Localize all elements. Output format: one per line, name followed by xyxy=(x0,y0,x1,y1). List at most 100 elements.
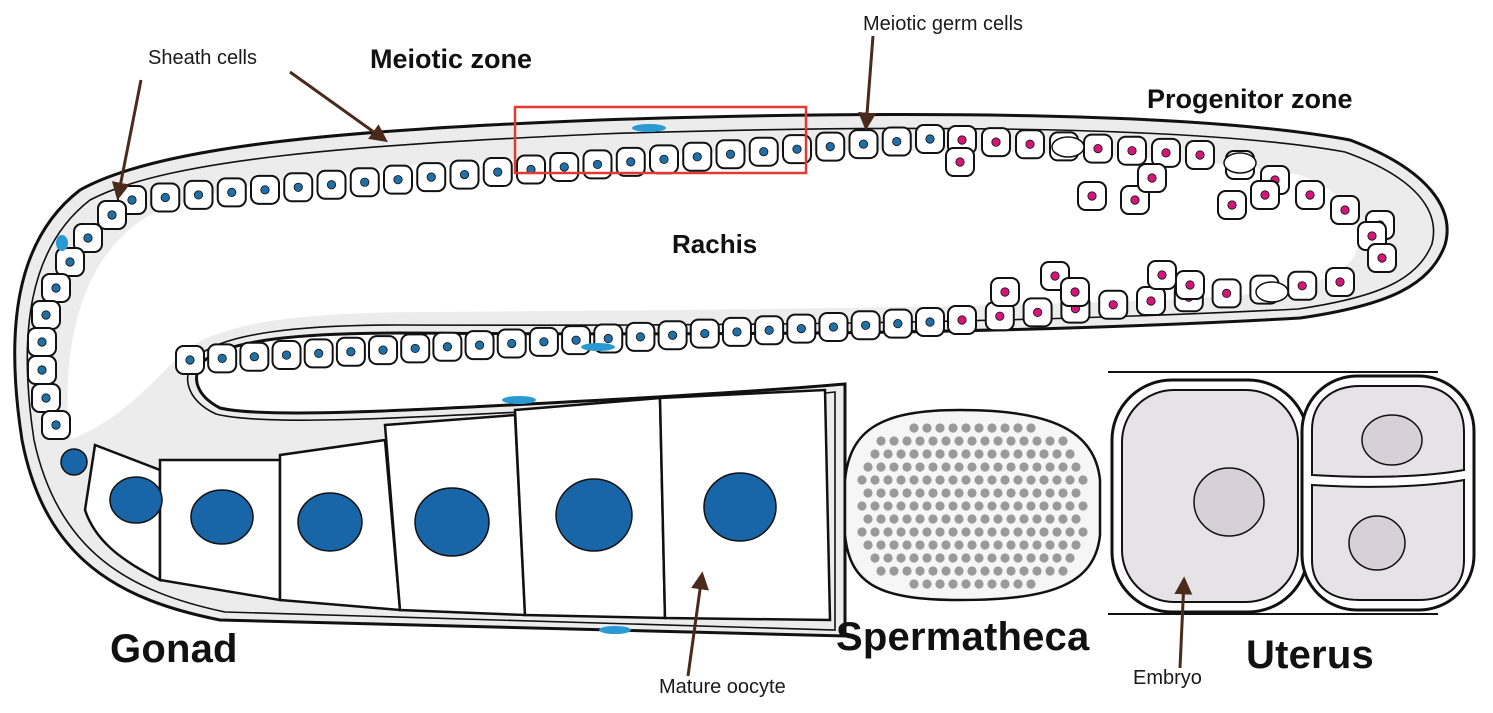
sperm-dot xyxy=(883,449,893,459)
sheath-nuclei xyxy=(56,124,666,634)
sperm-dot xyxy=(1019,514,1029,524)
sperm-dot xyxy=(1065,501,1075,511)
sperm-dot xyxy=(967,436,977,446)
meiotic-germ-cell xyxy=(850,310,881,341)
sperm-dot xyxy=(1026,527,1036,537)
sperm-dot xyxy=(1045,488,1055,498)
sperm-dot xyxy=(928,566,938,576)
sperm-dot xyxy=(928,514,938,524)
sperm-dot xyxy=(876,436,886,446)
meiotic-germ-cell xyxy=(207,343,238,374)
progenitor-germ-cell xyxy=(947,305,977,335)
meiotic-germ-cell xyxy=(689,318,720,349)
sperm-dot xyxy=(980,488,990,498)
meiotic-germ-cell xyxy=(41,410,71,440)
progenitor-germ-cell xyxy=(1077,181,1107,211)
sperm-dot xyxy=(1058,462,1068,472)
meiotic-germ-cell xyxy=(721,316,752,347)
embryo-1 xyxy=(1110,378,1310,614)
sperm-dot xyxy=(876,462,886,472)
sperm-dot xyxy=(1026,475,1036,485)
sperm-dot xyxy=(948,553,958,563)
sperm-dot xyxy=(961,475,971,485)
sperm-dot xyxy=(909,553,919,563)
sperm-dot xyxy=(857,475,867,485)
sperm-dot xyxy=(915,566,925,576)
sperm-dot xyxy=(909,449,919,459)
sperm-dot xyxy=(915,462,925,472)
sperm-dot xyxy=(928,540,938,550)
meiotic-germ-cell xyxy=(432,331,463,362)
progenitor-germ-cell xyxy=(984,301,1015,332)
meiotic-germ-cell xyxy=(55,247,85,277)
sperm-dot xyxy=(928,436,938,446)
sperm-dot xyxy=(915,540,925,550)
sperm-dot xyxy=(1039,501,1049,511)
sperm-dot xyxy=(1006,436,1016,446)
sperm-dot xyxy=(889,488,899,498)
sperm-dot xyxy=(967,540,977,550)
sperm-dot xyxy=(1019,566,1029,576)
meiotic-germ-cell xyxy=(516,154,546,185)
sperm-dot xyxy=(1065,475,1075,485)
sperm-dot xyxy=(896,475,906,485)
label-arrows xyxy=(111,35,1193,677)
sperm-dot xyxy=(987,501,997,511)
sperm-dot xyxy=(1058,488,1068,498)
sperm-dot xyxy=(1026,579,1036,589)
sperm-dot xyxy=(1032,462,1042,472)
progenitor-germ-cell xyxy=(1120,185,1150,215)
sperm-dot xyxy=(967,488,977,498)
progenitor-zone-label: Progenitor zone xyxy=(1147,84,1353,114)
sperm-dot xyxy=(863,462,873,472)
sperm-dot xyxy=(1000,579,1010,589)
sperm-dot xyxy=(909,527,919,537)
sperm-dot xyxy=(1032,488,1042,498)
sperm-dot xyxy=(1013,449,1023,459)
meiotic-germ-cell xyxy=(216,177,247,208)
sperm-dot xyxy=(1000,423,1010,433)
progenitor-germ-cell xyxy=(1175,270,1205,300)
sperm-dot xyxy=(1000,475,1010,485)
sperm-dot xyxy=(889,436,899,446)
progenitor-germ-cell xyxy=(1295,180,1325,210)
meiotic-germ-cell xyxy=(27,327,57,357)
sperm-dot xyxy=(1065,449,1075,459)
meiotic-germ-cell xyxy=(400,333,431,364)
meiotic-germ-cell xyxy=(449,159,480,190)
embryo-2 xyxy=(1300,374,1476,612)
meiotic-zone-label: Meiotic zone xyxy=(370,44,533,74)
sperm-dot xyxy=(1058,566,1068,576)
meiotic-germ-cell xyxy=(303,338,334,369)
progenitor-germ-cell xyxy=(1367,243,1397,273)
sperm-dot xyxy=(909,423,919,433)
meiotic-germ-cell xyxy=(73,223,103,253)
sperm-dot xyxy=(1026,449,1036,459)
sperm-dot xyxy=(909,579,919,589)
sperm-dot xyxy=(857,501,867,511)
sperm-dot xyxy=(935,501,945,511)
sperm-dot xyxy=(1052,449,1062,459)
sperm-dot xyxy=(1052,501,1062,511)
spermatheca-label: Spermatheca xyxy=(836,615,1090,659)
meiotic-germ-cell xyxy=(881,126,912,157)
sperm-dot xyxy=(902,462,912,472)
sperm-dot xyxy=(935,423,945,433)
sperm-dot xyxy=(1019,462,1029,472)
sperm-dot xyxy=(1052,475,1062,485)
sperm-dot xyxy=(1039,553,1049,563)
meiotic-germ-cell xyxy=(335,336,366,367)
sperm-dot xyxy=(1006,488,1016,498)
sperm-dot xyxy=(948,527,958,537)
sperm-dot xyxy=(1013,423,1023,433)
sperm-dot xyxy=(922,579,932,589)
sperm-dot xyxy=(902,566,912,576)
sperm-dot xyxy=(1013,579,1023,589)
sperm-dot xyxy=(870,449,880,459)
sperm-dot xyxy=(974,527,984,537)
meiotic-germ-cell xyxy=(682,141,713,172)
sperm-dot xyxy=(863,514,873,524)
sperm-dot xyxy=(1071,514,1081,524)
sperm-dot xyxy=(961,527,971,537)
gonad-inner-wall xyxy=(26,127,1435,631)
